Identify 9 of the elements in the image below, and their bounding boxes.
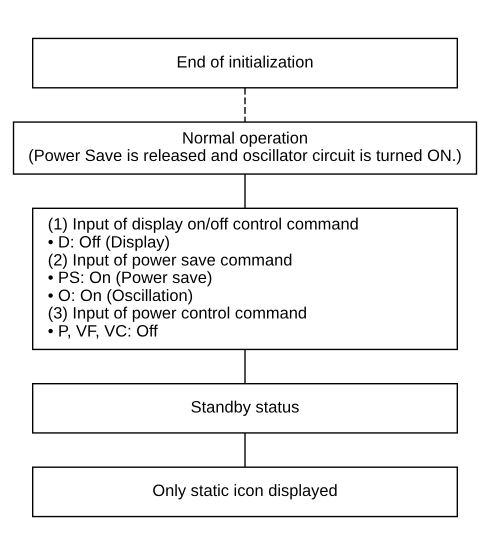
node-box: Normal operation (Power Save is released and oscillator circuit is turned ON.) <box>12 121 478 175</box>
connector <box>244 433 246 467</box>
connector <box>244 350 246 384</box>
connector <box>244 174 246 208</box>
connector <box>244 88 246 122</box>
node-box: (1) Input of display on/off control command • D: Off (Display) (2) Input of power save command • PS: On (Power save) • O: On (Oscillation) (3) Input of power control command • P, VF, VC: Off <box>32 208 458 350</box>
node-box: Standby status <box>32 382 458 434</box>
node-box: Only static icon displayed <box>32 466 458 518</box>
node-box: End of initialization <box>32 38 458 88</box>
